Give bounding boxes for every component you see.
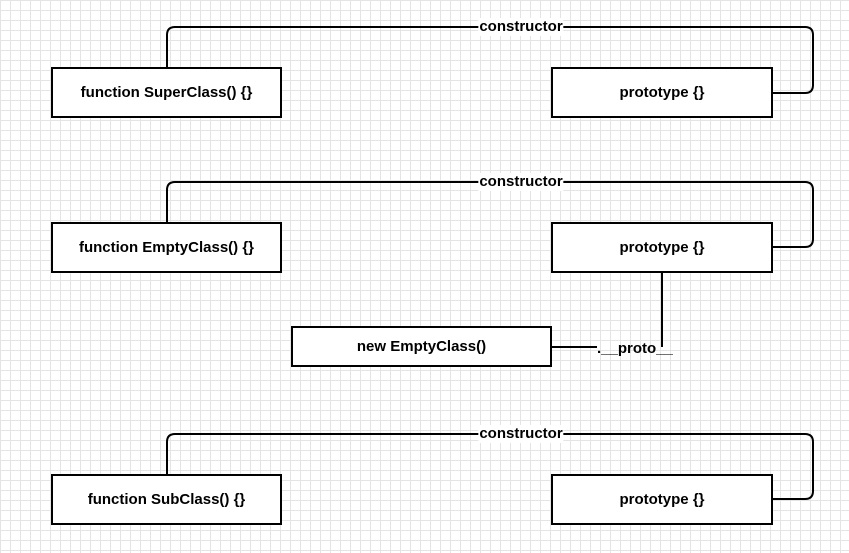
superclass-constructor-label: constructor <box>478 18 564 36</box>
emptyclass-constructor-label: constructor <box>478 173 564 191</box>
constructor-connector-emptyclass <box>166 181 814 248</box>
subclass-prototype-box: prototype {} <box>551 474 773 525</box>
subclass-function-box: function SubClass() {} <box>51 474 282 525</box>
emptyclass-proto-label: .__proto__ <box>597 340 673 357</box>
constructor-connector-subclass <box>166 433 814 500</box>
emptyclass-prototype-box: prototype {} <box>551 222 773 273</box>
superclass-prototype-box: prototype {} <box>551 67 773 118</box>
constructor-connector-superclass <box>166 26 814 94</box>
subclass-constructor-label: constructor <box>478 425 564 443</box>
emptyclass-function-box: function EmptyClass() {} <box>51 222 282 273</box>
superclass-function-box: function SuperClass() {} <box>51 67 282 118</box>
emptyclass-instance-box: new EmptyClass() <box>291 326 552 367</box>
